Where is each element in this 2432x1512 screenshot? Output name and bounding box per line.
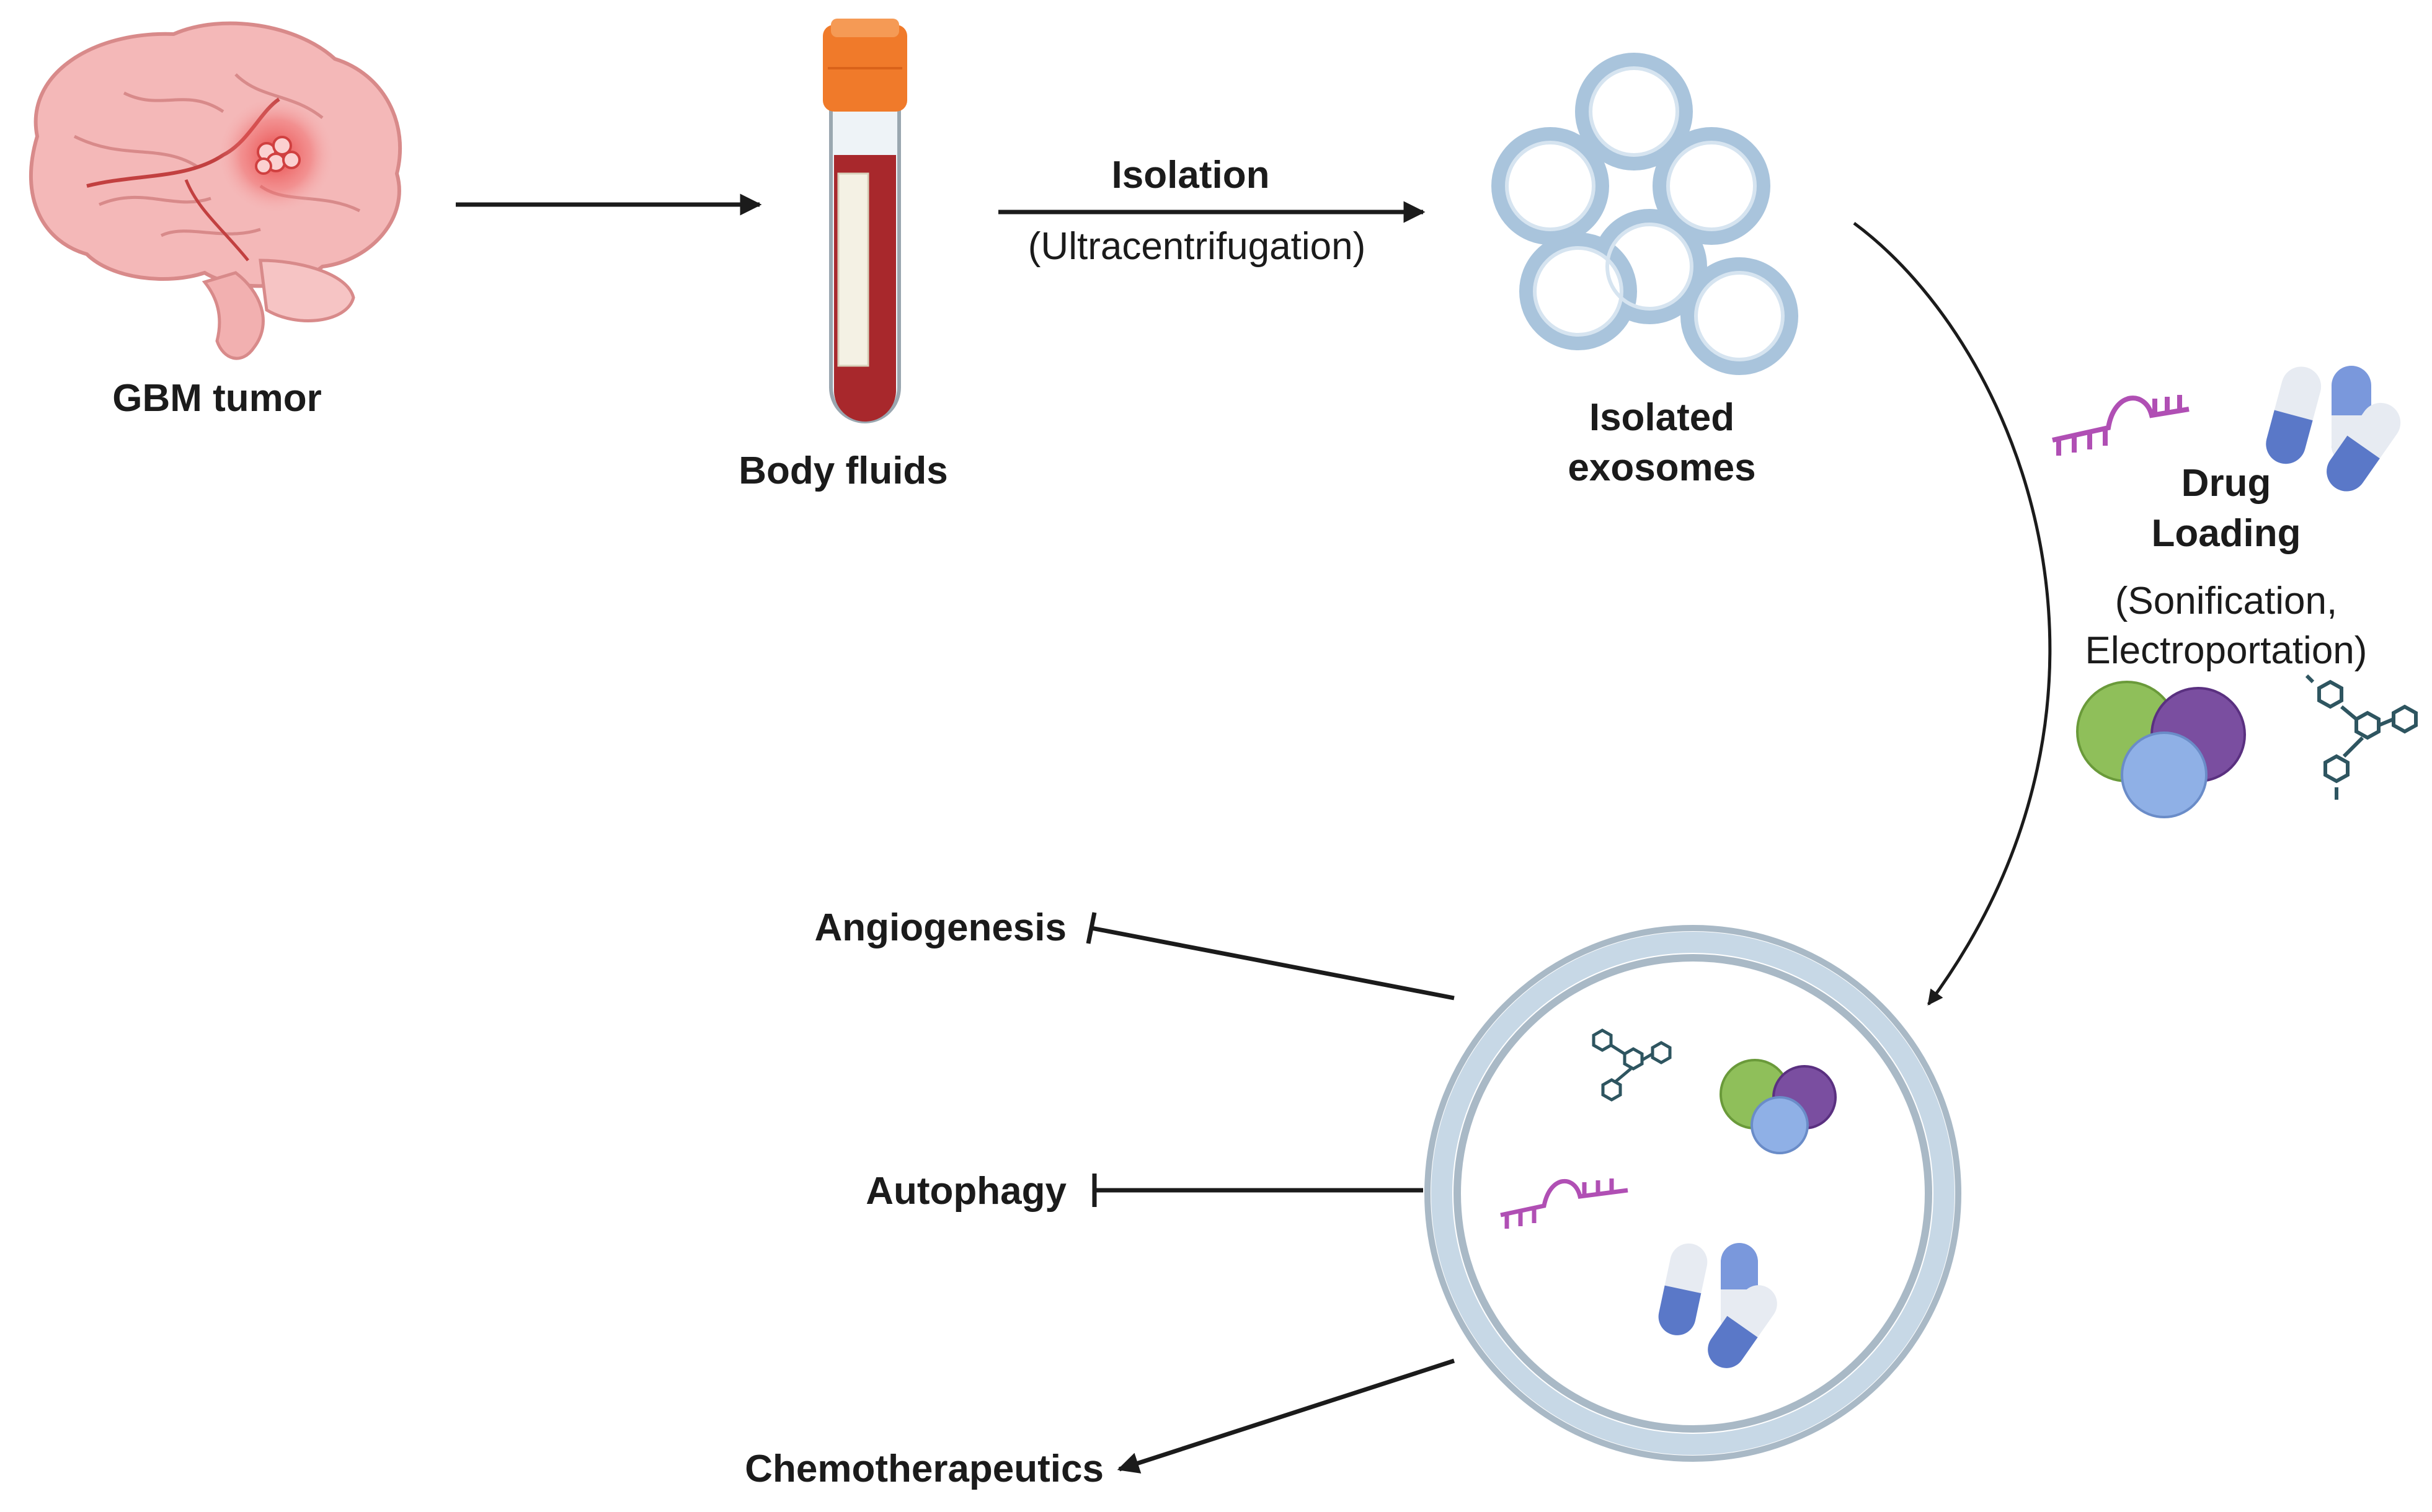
label-chemotherapeutics: Chemotherapeutics bbox=[745, 1448, 1104, 1490]
label-drug: Drug bbox=[2181, 462, 2271, 505]
label-angiogenesis: Angiogenesis bbox=[814, 906, 1067, 949]
protein-icon bbox=[2076, 681, 2246, 818]
small-molecule-icon bbox=[2305, 674, 2418, 800]
label-exosomes: exosomes bbox=[1568, 446, 1756, 489]
loaded-exosome-icon bbox=[1424, 925, 1961, 1462]
label-body-fluids: Body fluids bbox=[739, 449, 948, 492]
label-autophagy: Autophagy bbox=[866, 1170, 1067, 1213]
arrow-chemotherapeutics bbox=[1117, 1358, 1455, 1474]
rna-icon bbox=[2052, 395, 2190, 456]
label-isolation: Isolation bbox=[1111, 154, 1270, 197]
brain-tumor-icon bbox=[29, 21, 402, 360]
label-loading: Loading bbox=[2151, 512, 2301, 555]
label-sonification: (Sonification, bbox=[2115, 580, 2338, 622]
label-electroportation: Electroportation) bbox=[2085, 629, 2368, 672]
arrow-drug-loading bbox=[1853, 221, 2052, 1006]
label-isolated: Isolated bbox=[1589, 396, 1735, 439]
label-isolation-method: (Ultracentrifugation) bbox=[1027, 225, 1366, 268]
capsule-icon bbox=[2266, 366, 2401, 492]
exosome-cluster-icon bbox=[1491, 53, 1798, 375]
inhibit-autophagy-line bbox=[1092, 1174, 1423, 1207]
inhibit-angiogenesis-line bbox=[1086, 912, 1455, 1001]
label-gbm-tumor: GBM tumor bbox=[112, 377, 322, 420]
blood-tube-icon bbox=[823, 19, 907, 423]
